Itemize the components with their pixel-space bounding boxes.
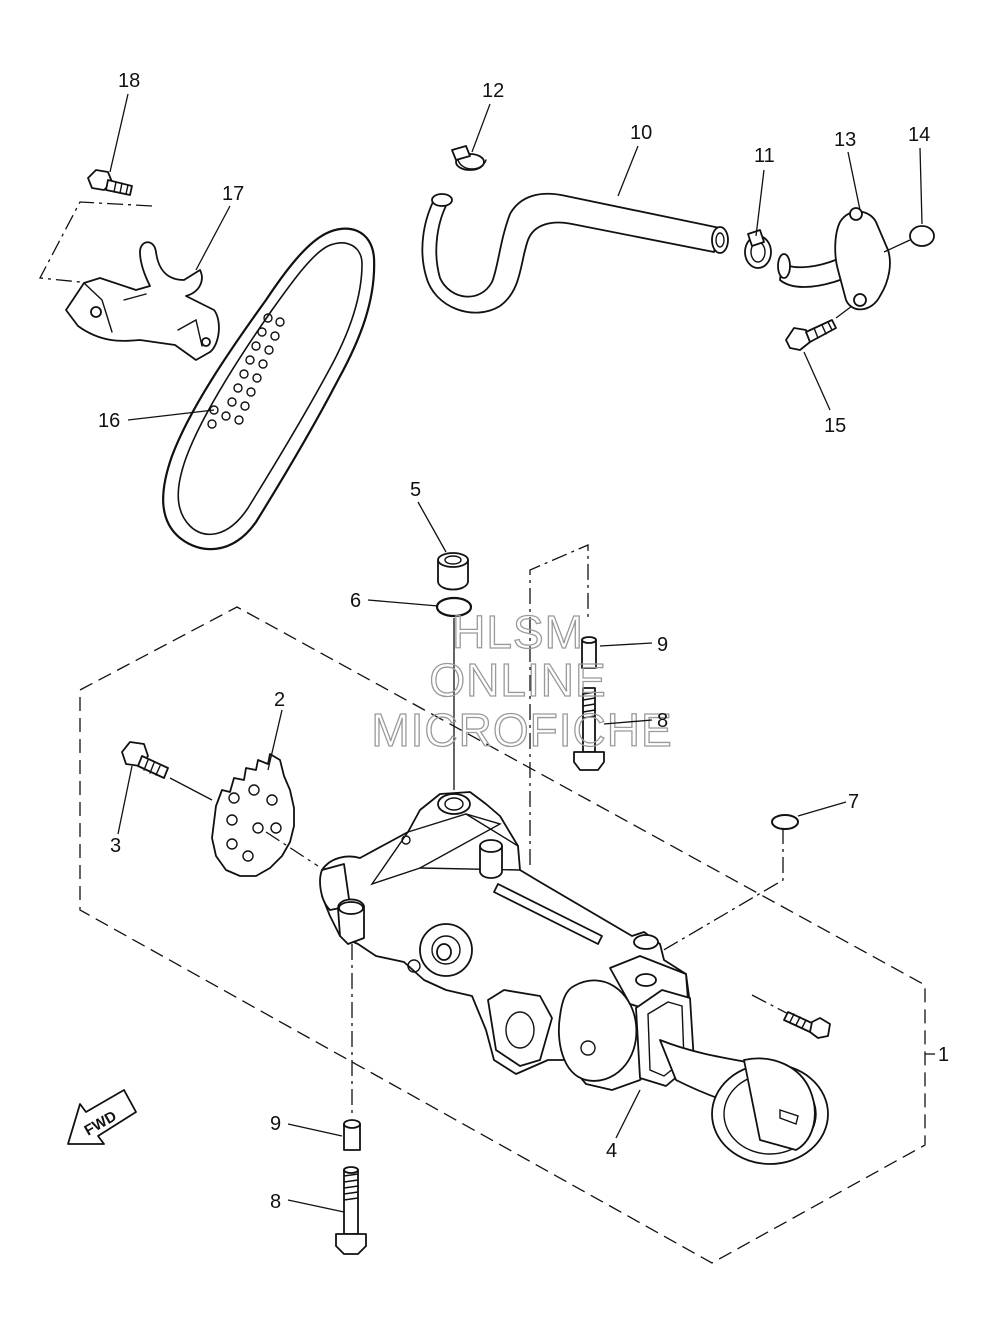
callout-12: 12 xyxy=(482,80,504,102)
dowel-pin-9-upper xyxy=(581,636,597,669)
assembly-boundary xyxy=(79,606,935,1264)
dowel-pin-9-lower xyxy=(343,1119,361,1151)
callout-15: 15 xyxy=(824,415,846,437)
callout-8-upper: 8 xyxy=(657,710,668,732)
bolt-18 xyxy=(38,169,153,283)
callout-3: 3 xyxy=(110,835,121,857)
hose-clamp-12 xyxy=(451,145,487,171)
o-ring-7 xyxy=(771,814,799,830)
callout-10: 10 xyxy=(630,122,652,144)
oil-pump-body xyxy=(319,791,691,1091)
bolt-15 xyxy=(785,305,853,351)
chain-guide-17 xyxy=(65,241,220,361)
watermark-line-2: ONLINE xyxy=(429,654,606,706)
callout-14: 14 xyxy=(908,124,930,146)
watermark-line-3: MICROFICHE xyxy=(371,704,672,756)
bolt-8-upper xyxy=(573,687,605,771)
oil-pipe-13 xyxy=(777,207,891,311)
fwd-arrow: FWD xyxy=(67,1089,137,1145)
callout-5: 5 xyxy=(410,479,421,501)
callout-9-upper: 9 xyxy=(657,634,668,656)
drive-gear-2 xyxy=(211,753,319,877)
callout-17: 17 xyxy=(222,183,244,205)
o-ring-14 xyxy=(883,225,935,253)
alignment-frame xyxy=(529,544,801,1021)
callout-1: 1 xyxy=(938,1044,949,1066)
callout-8-lower: 8 xyxy=(270,1191,281,1213)
watermark: HLSM ONLINE MICROFICHE xyxy=(371,605,673,756)
callout-2: 2 xyxy=(274,689,285,711)
collar-5 xyxy=(437,552,469,591)
hose-clamp-11 xyxy=(744,229,772,269)
callout-11: 11 xyxy=(754,145,775,167)
o-ring-6 xyxy=(435,596,473,790)
callout-16: 16 xyxy=(98,410,120,432)
strainer-bolt xyxy=(783,1011,831,1039)
leader-lines xyxy=(109,93,923,1213)
callout-6: 6 xyxy=(350,590,361,612)
bolt-3 xyxy=(121,741,213,801)
watermark-line-1: HLSM xyxy=(452,606,584,658)
callout-4: 4 xyxy=(606,1140,617,1162)
cam-chain-16 xyxy=(162,227,376,551)
callout-7: 7 xyxy=(848,791,859,813)
callout-18: 18 xyxy=(118,70,140,92)
oil-hose-10 xyxy=(421,192,729,314)
bolt-8-lower xyxy=(335,1166,367,1255)
oil-strainer-4 xyxy=(635,989,829,1165)
callout-numbers: 1 2 3 4 5 6 7 8 8 9 9 10 11 12 13 14 15 … xyxy=(98,70,949,1213)
callout-13: 13 xyxy=(834,129,856,151)
callout-9-lower: 9 xyxy=(270,1113,281,1135)
chain-links xyxy=(207,313,285,429)
